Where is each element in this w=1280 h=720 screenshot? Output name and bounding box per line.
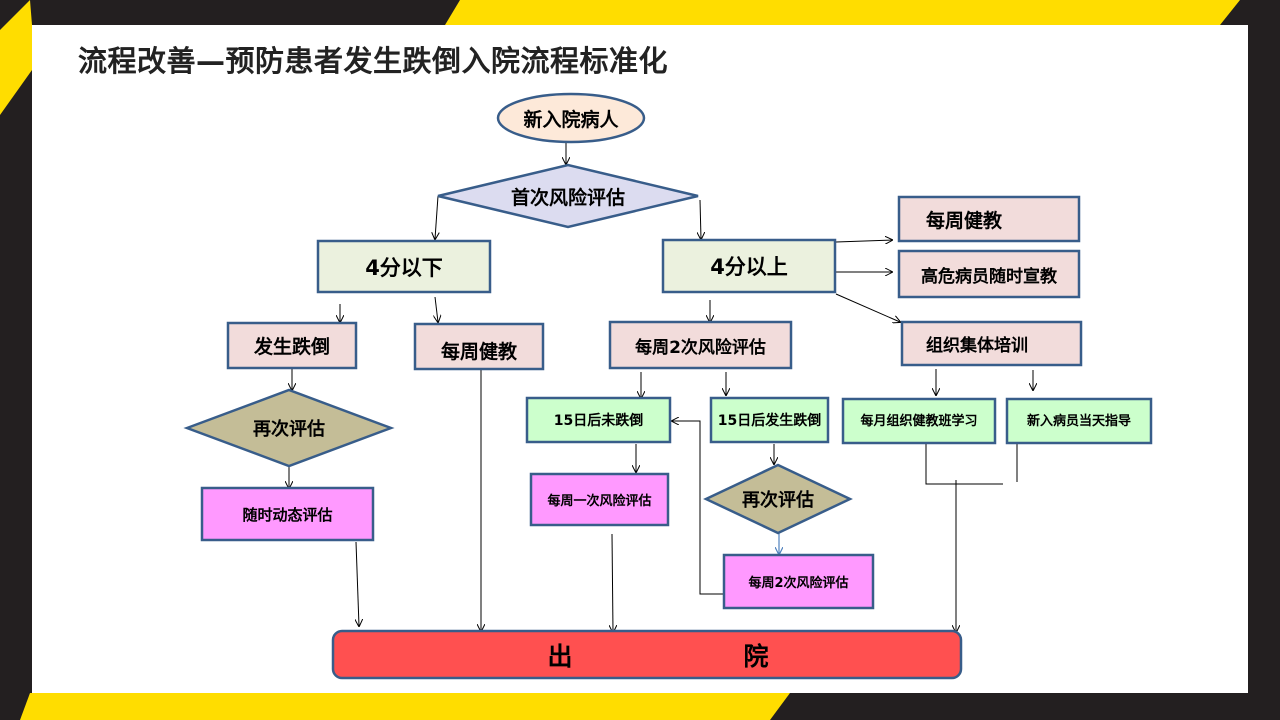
node-below4-shape	[316, 239, 492, 294]
connector	[612, 533, 613, 632]
node-weekly-edu-left-shape	[413, 322, 545, 371]
yellow-stripe-top	[445, 0, 1240, 25]
connector	[435, 195, 438, 239]
node-monthly-class-shape	[841, 397, 997, 445]
connector	[835, 240, 892, 242]
node-dynamic-assess-shape	[200, 486, 375, 542]
connector	[925, 444, 1003, 485]
yellow-stripe-left	[0, 0, 32, 115]
node-fall-15-shape	[709, 396, 830, 444]
node-no-fall-15-shape	[525, 396, 672, 444]
connector	[356, 541, 359, 626]
connector	[700, 199, 701, 239]
node-weekly-edu-right-shape	[897, 195, 1081, 243]
node-above4-shape	[661, 238, 837, 294]
node-reassess-right-shape	[703, 463, 853, 535]
connector	[672, 421, 724, 595]
node-high-risk-edu-shape	[897, 249, 1081, 299]
node-new-staff-guidance-shape	[1005, 397, 1153, 445]
node-group-training-shape	[900, 320, 1083, 367]
node-twice-weekly-assess-shape	[608, 320, 793, 370]
node-fall-occurred-shape	[226, 321, 358, 370]
node-twice-weekly-assess-2-shape	[722, 553, 875, 610]
page-title: 流程改善—预防患者发生跌倒入院流程标准化	[78, 44, 669, 78]
connector	[435, 296, 438, 322]
node-once-weekly-assess-shape	[529, 472, 670, 527]
node-reassess-left-shape	[183, 388, 395, 468]
node-new-patient-shape	[496, 92, 646, 144]
node-discharge-shape	[331, 629, 963, 680]
yellow-stripe-bottom	[20, 693, 790, 720]
node-first-assessment-shape	[437, 163, 699, 229]
connector	[835, 293, 900, 322]
connectors	[289, 142, 1033, 632]
